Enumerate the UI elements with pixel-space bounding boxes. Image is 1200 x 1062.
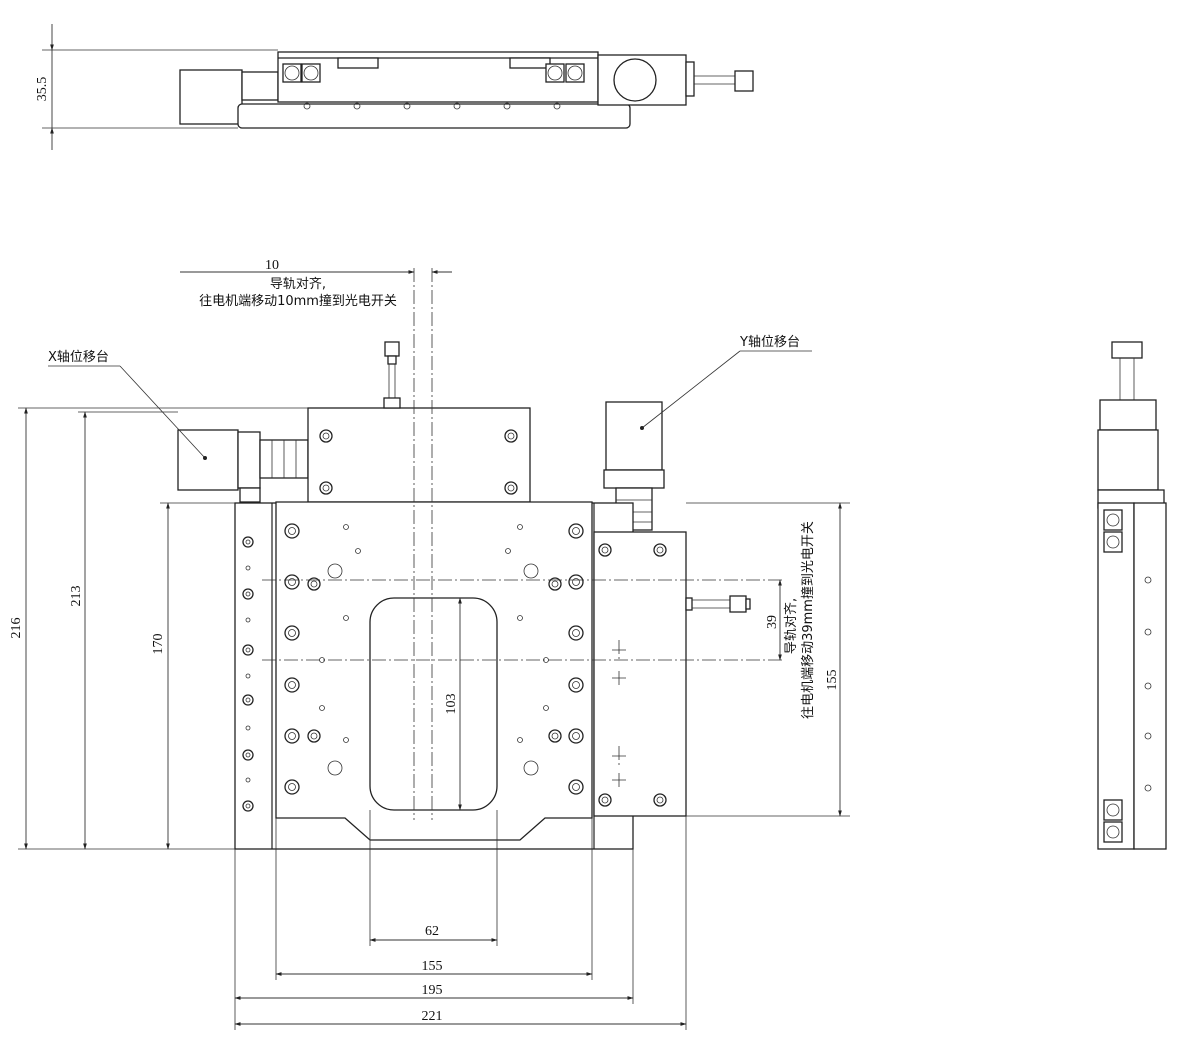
x-stage-label: X轴位移台 [48,350,109,365]
base-side-holes [242,536,254,812]
side-view [1097,341,1167,850]
note-y-line1: 导轨对齐, [783,598,799,654]
y-connector [729,595,747,613]
front-view [177,268,782,850]
dim-155-right: 155 [825,670,840,691]
note-y-line2: 往电机端移动39mm撞到光电开关 [801,521,816,719]
center-window [369,597,498,811]
dim-216: 216 [9,618,24,639]
top-base [237,103,631,129]
annotations: 导轨对齐, 往电机端移动10mm撞到光电开关 X轴位移台 Y轴位移台 导轨对齐,… [48,276,816,719]
x-connector [384,341,400,357]
dim-195: 195 [422,983,443,998]
dimensions: 216 213 170 103 155 39 10 62 155 [9,258,850,1030]
note-x-line1: 导轨对齐, [270,276,326,292]
dim-213: 213 [69,586,84,607]
dim-10: 10 [265,258,279,273]
dim-221: 221 [422,1009,443,1024]
plate-holes [284,523,584,795]
x-top-carriage [307,407,531,503]
side-connector [1111,341,1143,359]
y-side-block [593,531,687,817]
dim-170: 170 [151,634,166,655]
dim-62: 62 [425,924,439,939]
note-x-line2: 往电机端移动10mm撞到光电开关 [199,294,397,309]
top-motor [179,69,243,125]
top-view: 35.5 [35,24,754,150]
dim-39: 39 [765,615,780,629]
y-motor [605,401,663,471]
side-motor [1097,429,1159,491]
dim-155: 155 [422,959,443,974]
top-height-dim: 35.5 [35,77,50,102]
y-stage-label: Y轴位移台 [739,335,800,350]
side-rail [1133,502,1167,850]
top-connector [734,70,754,92]
dim-103: 103 [444,694,459,715]
